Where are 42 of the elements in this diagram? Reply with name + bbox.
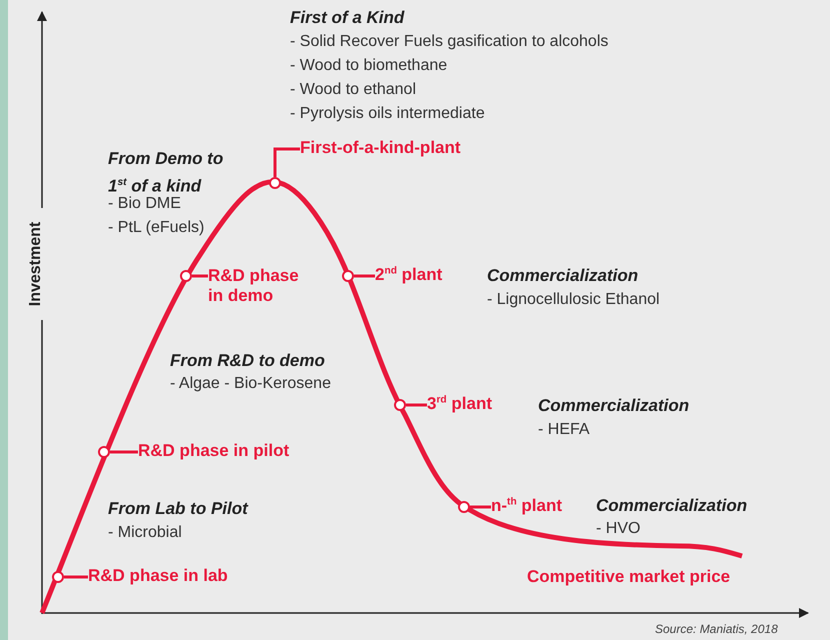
stage-label: R&D phase in demo [208,266,318,306]
axis-title: Investment [27,220,45,308]
leader-line [110,450,138,454]
heading: From R&D to demo [170,351,325,371]
leader-line [354,274,375,278]
leader-line [406,404,427,406]
milestone-marker [52,571,64,583]
heading: From Lab to Pilot [108,499,248,519]
milestone-marker [458,501,470,513]
heading: From Demo to 1$^{st}$ of a kind [108,148,224,196]
list-item: - HEFA [538,421,590,439]
heading: First of a Kind [290,8,404,28]
list-item: - Solid Recover Fuels gasification to alcohols [290,33,608,51]
list-item: - Pyrolysis oils intermediate [290,105,485,123]
milestone-marker [394,399,406,411]
leader-line [64,576,88,578]
stage-label: n-$^{th}$ plant [491,496,562,516]
list-item: - Wood to biomethane [290,57,448,75]
leader-line [274,148,300,177]
milestone-marker [269,177,281,189]
list-item: - PtL (eFuels) [108,219,204,237]
milestone-marker [342,270,354,282]
heading: Commercialization [538,396,690,416]
leader-line [470,506,491,508]
list-item: - Wood to ethanol [290,81,416,99]
list-item: - Algae - Bio-Kerosene [170,375,331,393]
heading: Commercialization [596,496,748,516]
list-item: - Lignocellulosic Ethanol [487,291,660,309]
list-item: - Microbial [108,524,182,542]
source-note: Source: Maniatis, 2018 [655,622,778,636]
stage-label: 3$^{rd}$ plant [427,394,492,414]
list-item: - Bio DME [108,195,181,213]
milestone-marker [180,270,192,282]
stage-label: 2$^{nd}$ plant [375,265,442,285]
stage-label: R&D phase in pilot [138,441,290,461]
stage-label: First-of-a-kind-plant [300,138,461,158]
stage-label: R&D phase in lab [88,566,228,586]
price-label: Competitive market price [527,567,730,587]
heading: Commercialization [487,266,638,286]
list-item: - HVO [596,520,640,538]
milestone-marker [98,446,110,458]
leader-line [192,274,208,278]
